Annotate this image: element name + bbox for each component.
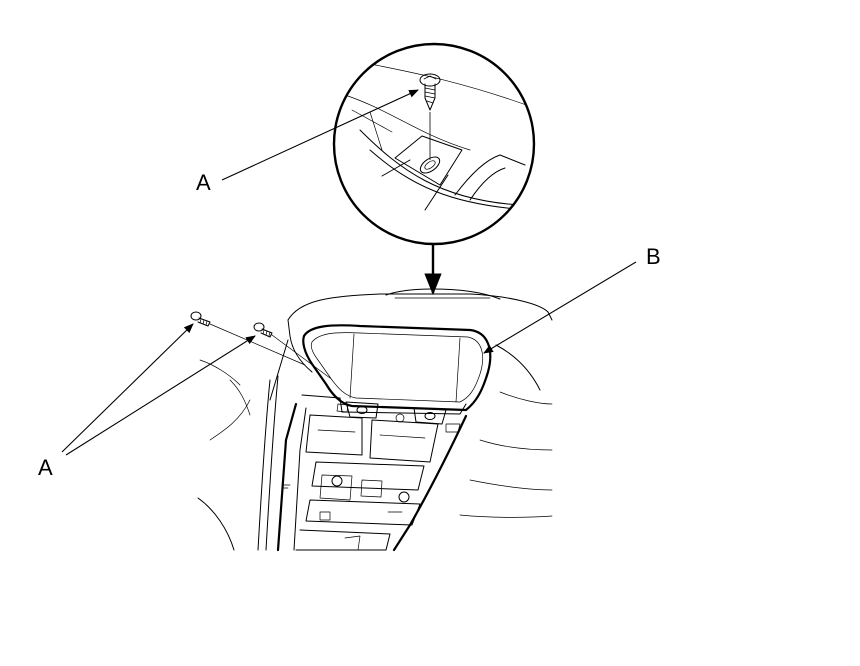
left-bracket xyxy=(345,401,379,419)
screw-icon xyxy=(190,311,211,327)
callout-a-top: A xyxy=(196,89,419,195)
screw-icon xyxy=(253,322,273,338)
screw-icon xyxy=(419,73,441,111)
callout-a-left: A xyxy=(38,323,256,480)
callout-label-a: A xyxy=(196,170,211,195)
detail-zoom-view xyxy=(332,42,536,246)
dashboard-assembly xyxy=(190,288,553,552)
callout-label-a: A xyxy=(38,455,53,480)
right-bracket xyxy=(413,407,447,425)
callout-b: B xyxy=(483,244,661,354)
callout-label-b: B xyxy=(646,244,661,269)
meter-visor-panel xyxy=(302,324,492,412)
